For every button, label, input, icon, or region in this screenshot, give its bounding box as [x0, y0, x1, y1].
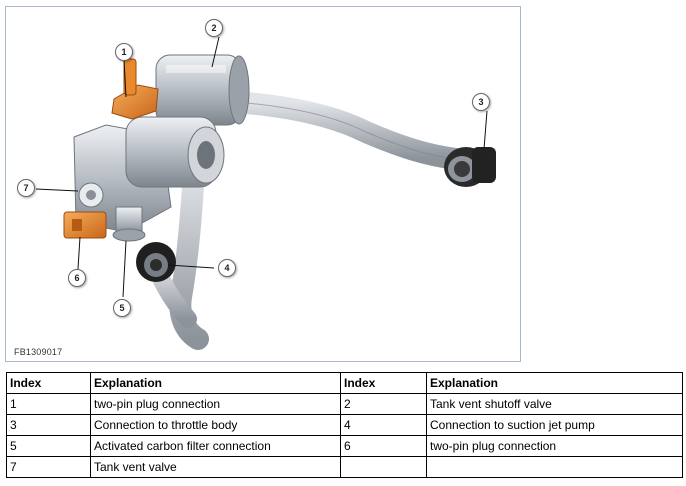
- explanation-cell: two-pin plug connection: [426, 435, 683, 457]
- legend-table: Index Explanation Index Explanation 1 tw…: [6, 372, 683, 478]
- explanation-cell: Activated carbon filter connection: [90, 435, 341, 457]
- index-cell: 5: [6, 435, 91, 457]
- tank-vent-valve-body: [73, 116, 225, 233]
- table-row: 1 two-pin plug connection 2 Tank vent sh…: [6, 393, 683, 415]
- header-explanation: Explanation: [90, 372, 341, 394]
- component-figure: 1 2 3 4 5 6 7 FB1309017: [5, 6, 521, 362]
- hose-to-throttle-body: [225, 91, 467, 170]
- index-cell: [340, 456, 427, 478]
- callout-3: 3: [472, 93, 490, 111]
- explanation-cell: two-pin plug connection: [90, 393, 341, 415]
- carbon-filter-connection: [112, 206, 146, 242]
- header-index: Index: [6, 372, 91, 394]
- index-cell: 6: [340, 435, 427, 457]
- explanation-cell: Connection to throttle body: [90, 414, 341, 436]
- index-cell: 2: [340, 393, 427, 415]
- index-cell: 7: [6, 456, 91, 478]
- callout-5: 5: [113, 299, 131, 317]
- explanation-cell: Tank vent valve: [90, 456, 341, 478]
- connection-3-fitting: [444, 147, 496, 187]
- figure-id: FB1309017: [14, 347, 63, 357]
- index-cell: 1: [6, 393, 91, 415]
- explanation-cell: [426, 456, 683, 478]
- table-row: 7 Tank vent valve: [6, 456, 683, 478]
- leader-lines: [35, 36, 488, 298]
- callout-6: 6: [68, 269, 86, 287]
- table-row: 3 Connection to throttle body 4 Connecti…: [6, 414, 683, 436]
- legend-header-row: Index Explanation Index Explanation: [6, 372, 683, 394]
- connection-4-fitting: [136, 242, 176, 282]
- callout-2: 2: [205, 19, 223, 37]
- explanation-cell: Tank vent shutoff valve: [426, 393, 683, 415]
- header-index: Index: [340, 372, 427, 394]
- shutoff-valve-body: [155, 54, 250, 126]
- plug-connection-6: [63, 211, 107, 239]
- index-cell: 3: [6, 414, 91, 436]
- plug-connection-1: [111, 58, 159, 120]
- explanation-cell: Connection to suction jet pump: [426, 414, 683, 436]
- hose-to-suction-jet-pump: [169, 161, 209, 350]
- callout-7: 7: [17, 179, 35, 197]
- tank-vent-valve-illustration: [35, 36, 496, 350]
- header-explanation: Explanation: [426, 372, 683, 394]
- index-cell: 4: [340, 414, 427, 436]
- callout-1: 1: [115, 43, 133, 61]
- callout-4: 4: [218, 259, 236, 277]
- table-row: 5 Activated carbon filter connection 6 t…: [6, 435, 683, 457]
